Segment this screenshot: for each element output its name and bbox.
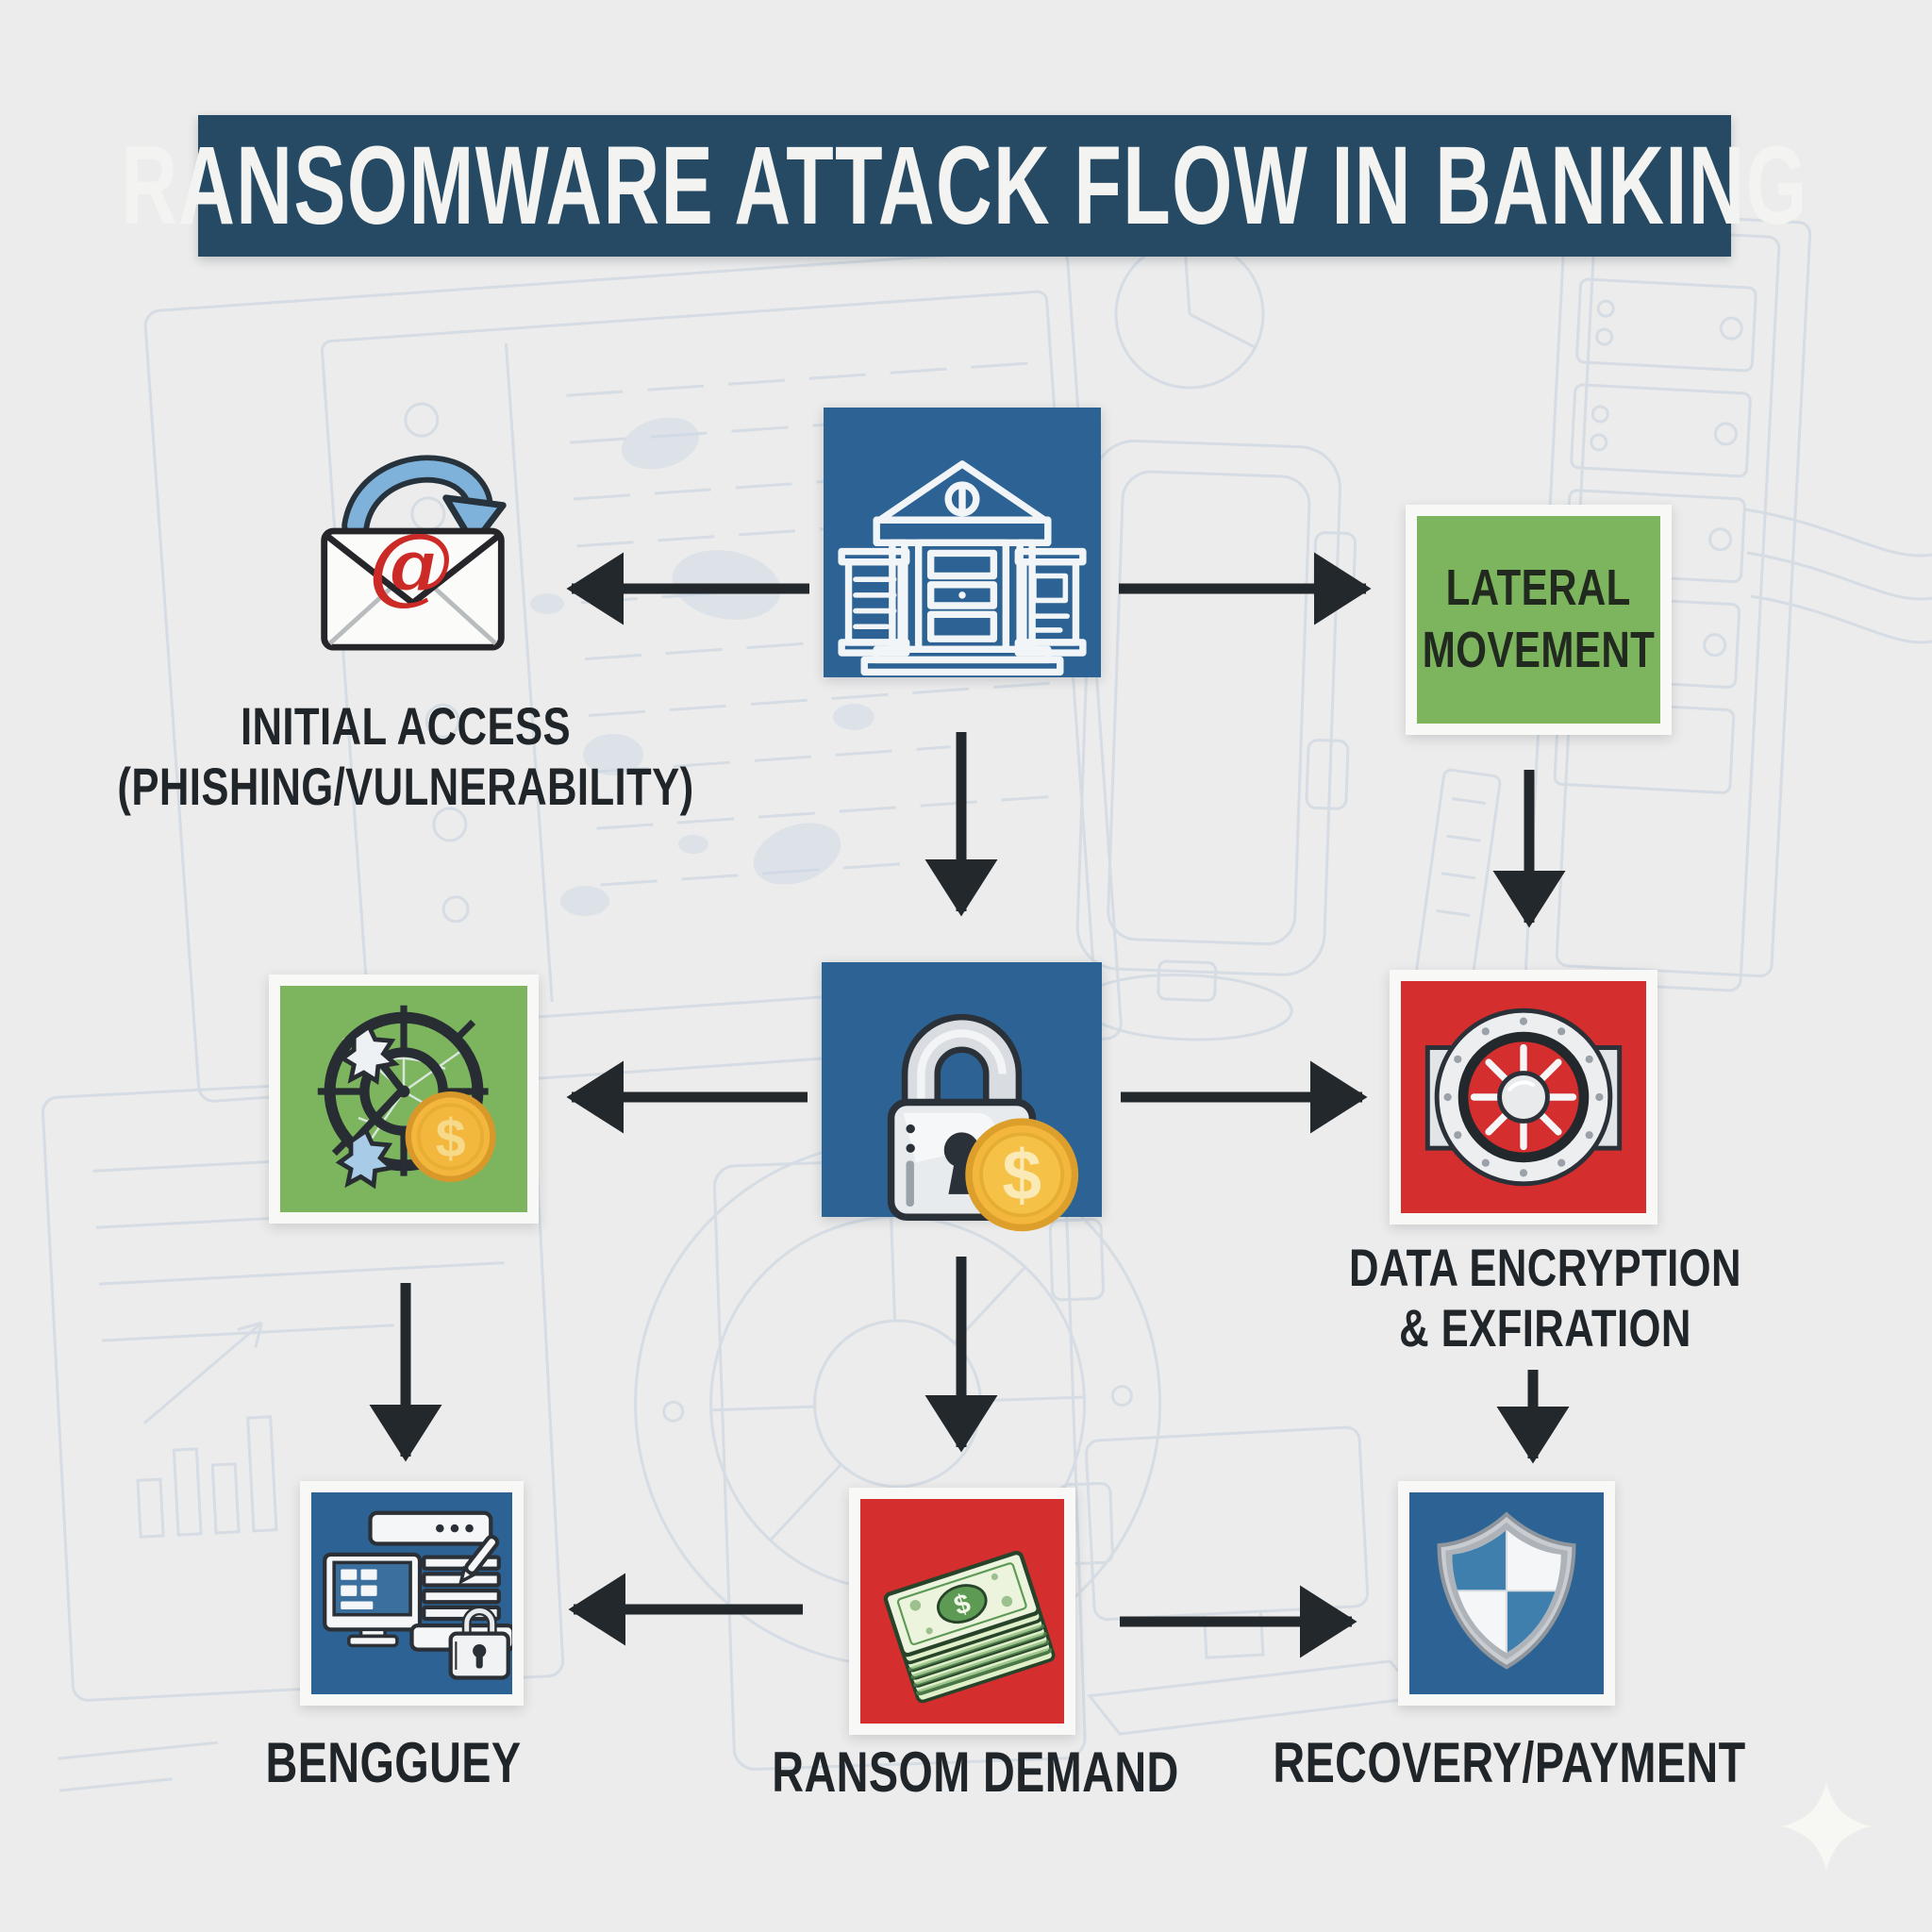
padlock-coin-icon: $ bbox=[887, 1013, 1079, 1232]
node-recovery-payment bbox=[1398, 1481, 1615, 1706]
target-arrow-coin-icon: $ bbox=[317, 1005, 496, 1190]
title-bar: RANSOMWARE ATTACK FLOW IN BANKING bbox=[121, 115, 1807, 257]
locked-workstation-icon bbox=[323, 1510, 512, 1680]
data-encryption-label: DATA ENCRYPTION & EXFIRATION bbox=[1251, 1238, 1840, 1358]
svg-text:$: $ bbox=[1002, 1136, 1041, 1215]
node-exploit-target: $ bbox=[269, 974, 539, 1224]
initial-access-label-line2: (PHISHING/VULNERABILITY) bbox=[117, 756, 694, 816]
cash-stack-icon: $ bbox=[883, 1550, 1056, 1704]
svg-text:@: @ bbox=[369, 515, 454, 614]
node-lateral-movement: LATERAL MOVEMENT bbox=[1406, 505, 1672, 735]
node-initial-access: @ bbox=[311, 436, 514, 667]
ransom-demand-label: RANSOM DEMAND bbox=[772, 1740, 1179, 1804]
sparkle-icon bbox=[1781, 1781, 1872, 1872]
node-data-encryption bbox=[1390, 970, 1657, 1224]
security-shield-icon bbox=[1437, 1511, 1576, 1670]
bank-building-icon bbox=[838, 460, 1087, 676]
recovery-payment-label: RECOVERY/PAYMENT bbox=[1273, 1731, 1746, 1794]
node-bengguey bbox=[300, 1481, 524, 1706]
node-ransomware-lock: $ bbox=[822, 962, 1102, 1232]
initial-access-label: INITIAL ACCESS (PHISHING/VULNERABILITY) bbox=[111, 696, 700, 817]
vault-door-icon bbox=[1424, 1008, 1623, 1187]
phishing-email-icon: @ bbox=[321, 455, 507, 651]
initial-access-label-line1: INITIAL ACCESS bbox=[240, 696, 572, 756]
data-encryption-label-line1: DATA ENCRYPTION bbox=[1349, 1238, 1741, 1297]
node-bank bbox=[824, 408, 1101, 677]
svg-text:$: $ bbox=[436, 1108, 466, 1169]
bengguey-label: BENGGUEY bbox=[265, 1731, 522, 1794]
node-ransom-demand: $ bbox=[849, 1488, 1075, 1735]
lateral-movement-label: LATERAL MOVEMENT bbox=[1422, 559, 1656, 678]
data-encryption-label-line2: & EXFIRATION bbox=[1399, 1297, 1691, 1357]
page-title: RANSOMWARE ATTACK FLOW IN BANKING bbox=[121, 124, 1808, 248]
